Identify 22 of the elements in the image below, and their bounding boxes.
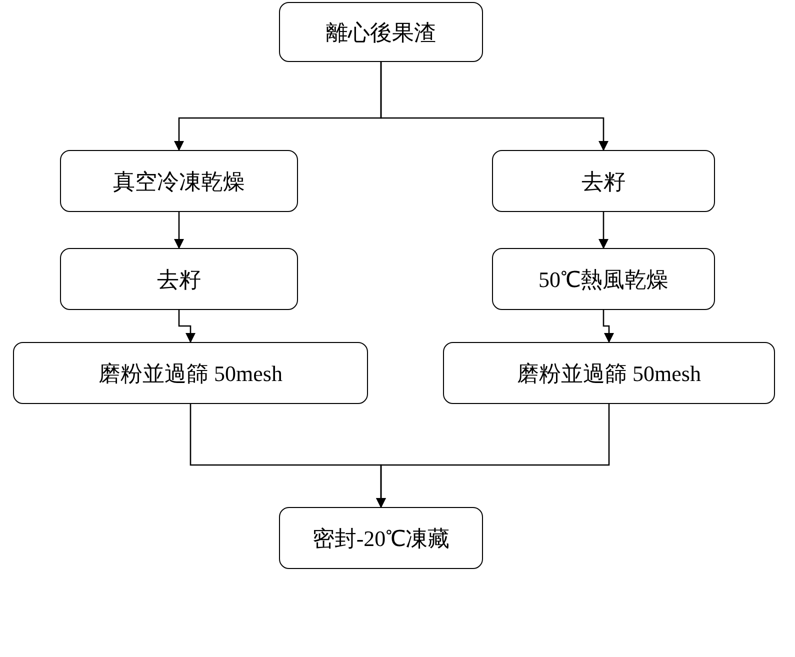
arrow — [598, 212, 608, 249]
process-box — [13, 342, 368, 404]
step-label: 去籽 — [157, 266, 201, 294]
arrow — [178, 310, 196, 343]
process-box — [60, 150, 298, 212]
step-label: 密封-20℃凍藏 — [312, 524, 450, 552]
step-label: 去籽 — [582, 168, 626, 196]
arrow — [376, 404, 610, 508]
process-box — [60, 248, 298, 310]
step-label: 真空冷凍乾燥 — [113, 168, 245, 196]
process-box — [279, 507, 483, 569]
arrow — [174, 212, 184, 249]
process-box — [492, 248, 715, 310]
process-box — [492, 150, 715, 212]
process-box — [443, 342, 775, 404]
process-box — [279, 2, 483, 62]
step-label: 磨粉並過篩 50mesh — [517, 360, 701, 388]
step-label: 磨粉並過篩 50mesh — [98, 360, 282, 388]
step-label: 離心後果渣 — [326, 18, 436, 46]
arrow — [380, 62, 608, 151]
step-label: 50℃熱風乾燥 — [538, 266, 668, 294]
arrow — [602, 310, 614, 343]
